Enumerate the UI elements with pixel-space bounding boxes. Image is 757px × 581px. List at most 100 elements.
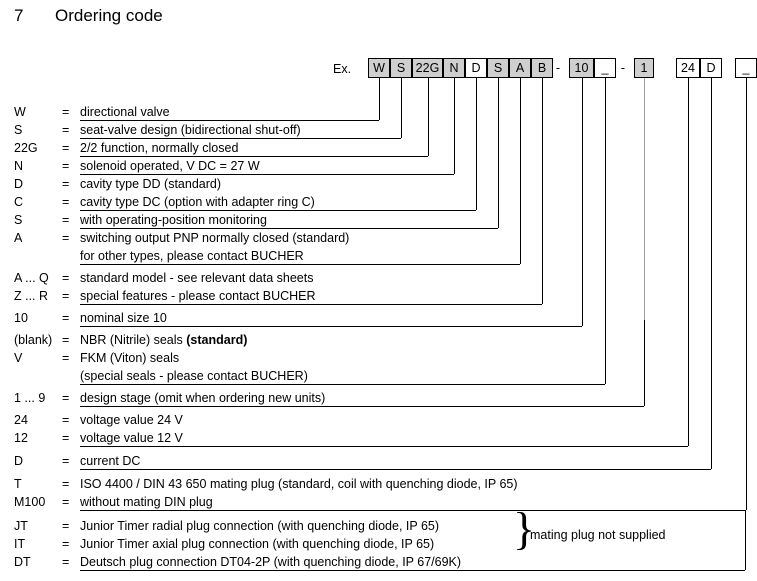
legend-equals: =	[62, 311, 70, 325]
legend-code: 10	[14, 311, 28, 325]
page-title: 7 Ordering code	[0, 6, 430, 36]
frame-bottom-edge	[80, 570, 745, 571]
legend-equals: =	[62, 123, 70, 137]
leader-vertical	[644, 78, 645, 406]
code-box-9: _	[594, 58, 616, 78]
legend-description: ISO 4400 / DIN 43 650 mating plug (stand…	[80, 477, 518, 491]
leader-vertical	[542, 78, 543, 304]
legend-description: Deutsch plug connection DT04-2P (with qu…	[80, 555, 462, 569]
legend-code: IT	[14, 537, 26, 551]
leader-vertical	[379, 78, 380, 120]
legend-description: 2/2 function, normally closed	[80, 141, 239, 155]
frame-right-edge	[745, 510, 746, 570]
code-box-0: W	[368, 58, 390, 78]
legend-code: S	[14, 213, 23, 227]
legend-description: standard model - see relevant data sheet…	[80, 271, 314, 285]
code-box-4: D	[465, 58, 487, 78]
legend-description: for other types, please contact BUCHER	[80, 249, 304, 263]
leader-horizontal	[80, 120, 379, 121]
group-brace-icon: }	[513, 503, 536, 554]
legend-equals: =	[62, 159, 70, 173]
legend-equals: =	[62, 177, 70, 191]
legend-code: A	[14, 231, 23, 245]
legend-description: cavity type DC (option with adapter ring…	[80, 195, 315, 209]
legend-code: N	[14, 159, 24, 173]
legend-description: Junior Timer radial plug connection (wit…	[80, 519, 440, 533]
code-box-6: A	[509, 58, 531, 78]
leader-vertical	[498, 78, 499, 228]
legend-equals: =	[62, 537, 70, 551]
legend-code: 22G	[14, 141, 38, 155]
legend-equals: =	[62, 231, 70, 245]
legend-description: nominal size 10	[80, 311, 167, 325]
legend-code: D	[14, 177, 24, 191]
legend-code: S	[14, 123, 23, 137]
leader-vertical	[746, 78, 747, 510]
legend-code: 24	[14, 413, 28, 427]
leader-horizontal	[80, 228, 498, 229]
legend-equals: =	[62, 454, 70, 468]
legend-equals: =	[62, 477, 70, 491]
leader-vertical-lower	[644, 320, 645, 406]
leader-vertical	[605, 78, 606, 384]
leader-horizontal	[80, 156, 428, 157]
legend-code: T	[14, 477, 22, 491]
leader-vertical	[428, 78, 429, 156]
legend-equals: =	[62, 391, 70, 405]
section-title: Ordering code	[55, 6, 163, 25]
legend-code: JT	[14, 519, 28, 533]
code-box-7: B	[531, 58, 553, 78]
leader-horizontal	[80, 510, 746, 511]
example-label: Ex.	[333, 62, 352, 76]
leader-vertical	[454, 78, 455, 174]
leader-horizontal	[80, 384, 605, 385]
legend-code: D	[14, 454, 24, 468]
legend-code: M100	[14, 495, 46, 509]
leader-vertical	[688, 78, 689, 446]
legend-equals: =	[62, 333, 70, 347]
legend-code: 1 ... 9	[14, 391, 46, 405]
legend-description: without mating DIN plug	[80, 495, 213, 509]
legend-code: C	[14, 195, 24, 209]
legend-description: solenoid operated, V DC = 27 W	[80, 159, 260, 173]
legend-equals: =	[62, 495, 70, 509]
legend-description: seat-valve design (bidirectional shut-of…	[80, 123, 301, 137]
leader-horizontal	[80, 446, 688, 447]
code-box-5: S	[487, 58, 509, 78]
legend-equals: =	[62, 141, 70, 155]
leader-horizontal	[80, 264, 520, 265]
legend-equals: =	[62, 105, 70, 119]
legend-description: design stage (omit when ordering new uni…	[80, 391, 326, 405]
legend-equals: =	[62, 413, 70, 427]
section-number: 7	[14, 6, 24, 25]
group-note: mating plug not supplied	[530, 528, 666, 542]
legend-code: A ... Q	[14, 271, 49, 285]
legend-code: W	[14, 105, 26, 119]
code-box-10: 1	[634, 58, 654, 78]
legend-description: voltage value 24 V	[80, 413, 183, 427]
legend-code: Z ... R	[14, 289, 49, 303]
legend-code: DT	[14, 555, 31, 569]
code-box-11: 24	[676, 58, 700, 78]
legend-equals: =	[62, 195, 70, 209]
legend-equals: =	[62, 431, 70, 445]
code-box-3: N	[443, 58, 465, 78]
legend-code: V	[14, 351, 23, 365]
legend-description: current DC	[80, 454, 141, 468]
code-box-2: 22G	[412, 58, 443, 78]
leader-horizontal	[80, 138, 401, 139]
legend-code: 12	[14, 431, 28, 445]
legend-description: voltage value 12 V	[80, 431, 183, 445]
legend-equals: =	[62, 519, 70, 533]
legend-description: with operating-position monitoring	[80, 213, 267, 227]
legend-description: FKM (Viton) seals	[80, 351, 180, 365]
legend-code: (blank)	[14, 333, 53, 347]
leader-horizontal	[80, 304, 542, 305]
leader-horizontal	[80, 326, 582, 327]
legend-description: cavity type DD (standard)	[80, 177, 222, 191]
code-box-13: _	[735, 58, 757, 78]
legend-description: switching output PNP normally closed (st…	[80, 231, 350, 245]
leader-vertical	[476, 78, 477, 210]
